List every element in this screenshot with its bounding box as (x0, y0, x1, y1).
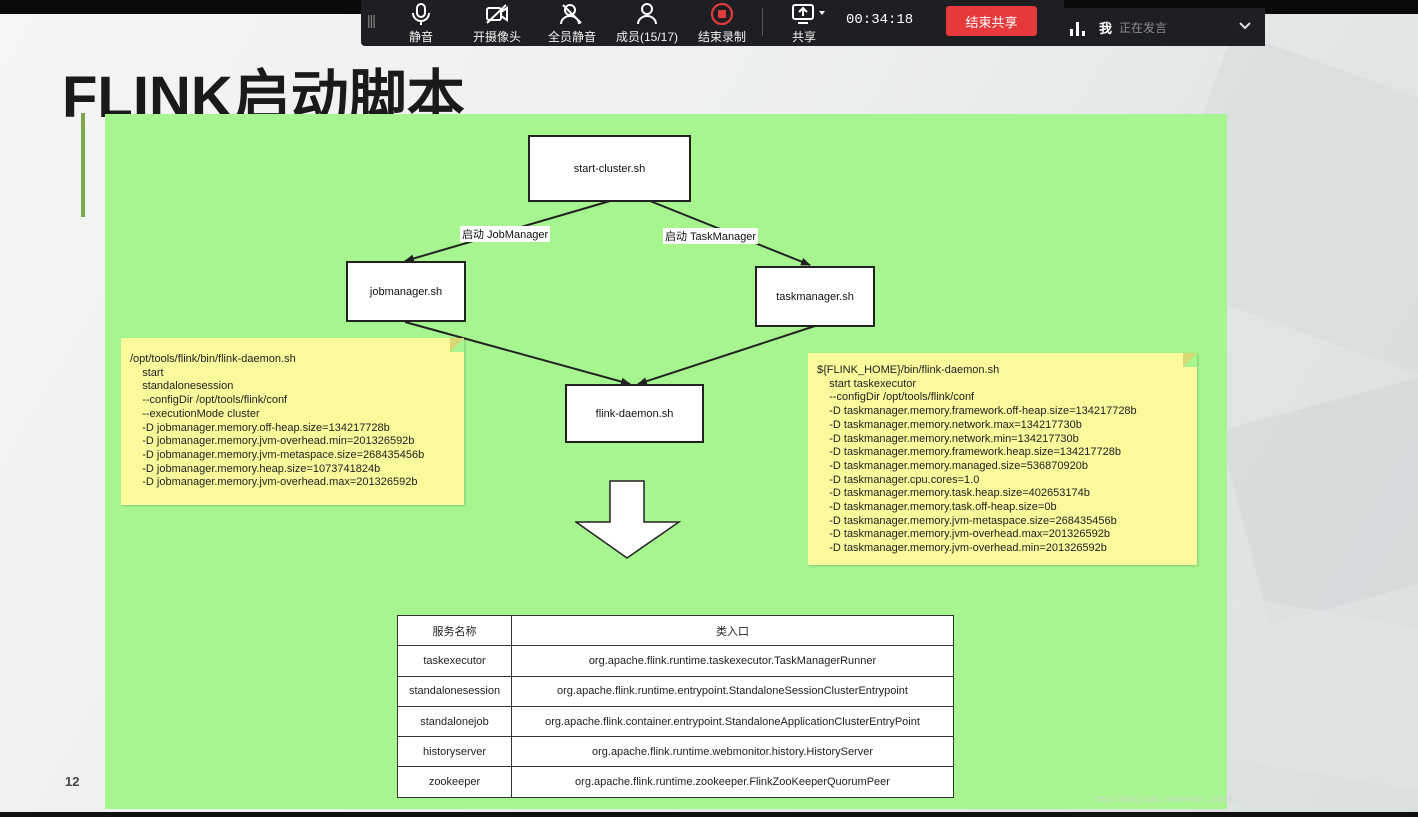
watermark: https://blog.csdn.net/weixin_43448... (1095, 794, 1241, 804)
share-button[interactable]: 共享 (786, 0, 830, 46)
note-line: /opt/tools/flink/bin/flink-daemon.sh (130, 353, 296, 365)
stop-record-button[interactable]: 结束录制 (696, 0, 748, 46)
members-icon (637, 3, 657, 25)
drag-handle-icon[interactable]: ||| (367, 12, 376, 28)
note-line: start (130, 366, 164, 379)
mute-all-icon (560, 4, 582, 25)
node-jobmanager: jobmanager.sh (346, 261, 466, 322)
table-row: taskexecutor org.apache.flink.runtime.ta… (397, 645, 954, 677)
note-line: -D taskmanager.memory.framework.heap.siz… (817, 446, 1121, 459)
page-number: 12 (65, 774, 80, 789)
mute-all-label: 全员静音 (547, 30, 596, 44)
note-line: -D taskmanager.memory.managed.size=53687… (817, 459, 1088, 472)
note-line: --executionMode cluster (130, 407, 260, 420)
background-shape (1218, 363, 1418, 625)
note-line: -D taskmanager.memory.framework.off-heap… (817, 405, 1137, 418)
table-cell: org.apache.flink.runtime.entrypoint.Stan… (511, 675, 954, 707)
table-header: 服务名称 (397, 614, 512, 647)
note-line: --configDir /opt/tools/flink/conf (130, 394, 288, 407)
chevron-down-icon[interactable] (1238, 18, 1252, 32)
share-label: 共享 (791, 30, 816, 44)
stop-record-icon (710, 2, 734, 26)
table-cell: zookeeper (397, 766, 512, 798)
members-label: 成员(15/17) (615, 30, 679, 44)
table-cell: standalonesession (397, 675, 512, 707)
table-header: 类入口 (511, 614, 954, 647)
node-start-cluster: start-cluster.sh (528, 135, 691, 202)
note-line: -D jobmanager.memory.off-heap.size=13421… (130, 421, 390, 434)
note-line: ${FLINK_HOME}/bin/flink-daemon.sh (817, 364, 1000, 376)
table-row: standalonesession org.apache.flink.runti… (397, 675, 954, 707)
audio-level-icon (1070, 22, 1085, 36)
edge-label-jobmanager: 启动 JobManager (460, 226, 551, 242)
stop-record-label: 结束录制 (697, 30, 746, 44)
table-cell: org.apache.flink.container.entrypoint.St… (511, 705, 954, 738)
note-line: -D jobmanager.memory.jvm-overhead.max=20… (130, 476, 418, 489)
note-line: -D taskmanager.memory.task.heap.size=402… (817, 487, 1090, 500)
note-line: start taskexecutor (817, 377, 917, 390)
note-line: -D jobmanager.memory.heap.size=107374182… (130, 462, 381, 475)
note-taskmanager-command: ${FLINK_HOME}/bin/flink-daemon.sh start … (808, 353, 1197, 565)
camera-button[interactable]: 开摄像头 (471, 0, 523, 46)
edge-jobmanager-to-daemon (404, 321, 631, 386)
mute-label: 静音 (408, 30, 433, 44)
note-line: -D jobmanager.memory.jvm-metaspace.size=… (130, 448, 425, 461)
note-line: standalonesession (130, 380, 234, 393)
speaker-indicator[interactable]: 我 正在发言 (1052, 8, 1265, 46)
meeting-timer: 00:34:18 (846, 12, 914, 28)
members-button[interactable]: 成员(15/17) (611, 0, 683, 46)
service-entry-table: 服务名称 类入口 taskexecutor org.apache.flink.r… (397, 614, 954, 798)
note-jobmanager-command: /opt/tools/flink/bin/flink-daemon.sh sta… (121, 338, 464, 505)
end-share-button[interactable]: 结束共享 (946, 6, 1037, 36)
node-flink-daemon: flink-daemon.sh (565, 384, 704, 443)
table-row: historyserver org.apache.flink.runtime.w… (397, 736, 954, 768)
camera-label: 开摄像头 (472, 30, 521, 44)
note-line: -D jobmanager.memory.jvm-overhead.min=20… (130, 435, 415, 448)
table-cell: org.apache.flink.runtime.zookeeper.Flink… (511, 766, 954, 798)
edge-label-taskmanager: 启动 TaskManager (663, 228, 759, 244)
speaker-status: 正在发言 (1119, 21, 1168, 35)
table-cell: taskexecutor (397, 645, 512, 677)
mute-button[interactable]: 静音 (405, 0, 437, 46)
down-arrow-icon (575, 480, 681, 559)
note-line: -D taskmanager.memory.jvm-metaspace.size… (817, 514, 1117, 527)
note-line: -D taskmanager.memory.jvm-overhead.min=2… (817, 542, 1107, 555)
speaker-name: 我 (1099, 21, 1113, 36)
note-line: -D taskmanager.cpu.cores=1.0 (817, 473, 980, 486)
node-taskmanager: taskmanager.sh (755, 266, 875, 327)
note-line: -D taskmanager.memory.jvm-overhead.max=2… (817, 528, 1110, 541)
title-accent-bar (81, 113, 85, 217)
diagram-panel: start-cluster.sh jobmanager.sh taskmanag… (105, 114, 1241, 809)
table-row: zookeeper org.apache.flink.runtime.zooke… (397, 766, 954, 798)
screen-bottom-edge (0, 812, 1418, 817)
microphone-icon (412, 3, 430, 25)
table-cell: org.apache.flink.runtime.taskexecutor.Ta… (511, 645, 954, 677)
edge-taskmanager-to-daemon (637, 325, 816, 385)
note-line: -D taskmanager.memory.network.max=134217… (817, 418, 1082, 431)
note-line: --configDir /opt/tools/flink/conf (817, 391, 975, 404)
table-cell: standalonejob (397, 705, 512, 738)
mute-all-button[interactable]: 全员静音 (546, 0, 598, 46)
table-cell: org.apache.flink.runtime.webmonitor.hist… (511, 736, 954, 768)
table-cell: historyserver (397, 736, 512, 768)
note-line: -D taskmanager.memory.task.off-heap.size… (817, 501, 1057, 514)
note-line: -D taskmanager.memory.network.min=134217… (817, 432, 1079, 445)
table-header-row: 服务名称 类入口 (397, 614, 954, 647)
table-row: standalonejob org.apache.flink.container… (397, 705, 954, 738)
share-screen-icon (792, 4, 825, 24)
camera-off-icon (486, 4, 508, 24)
toolbar-divider (762, 8, 763, 36)
meeting-toolbar: ||| 静音 开摄像头 全员静音 成员(15/17) (361, 0, 1064, 46)
